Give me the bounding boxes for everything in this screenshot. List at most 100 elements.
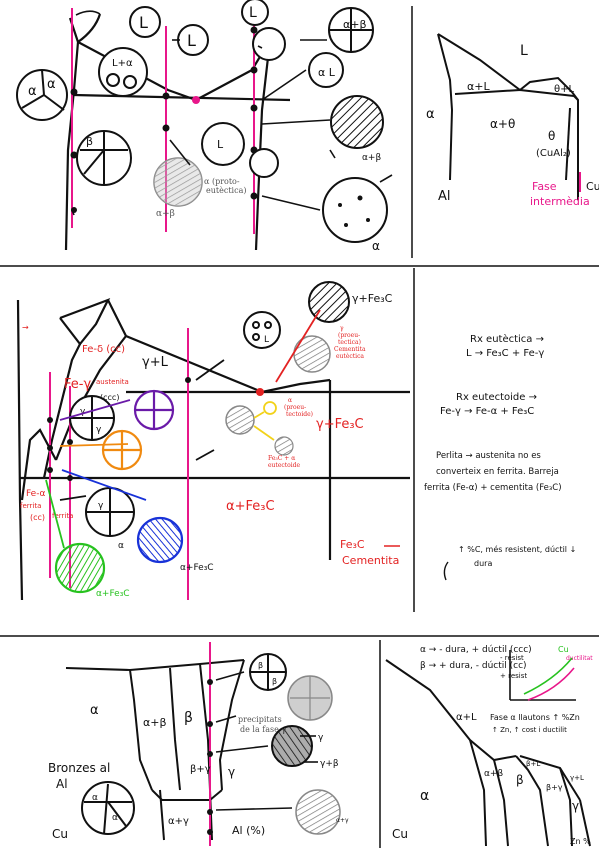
p3-ferrita: ferrita <box>20 502 41 510</box>
p2-theta-L: θ+L <box>554 84 574 95</box>
p1-small-L: L <box>217 138 224 151</box>
p5-grain-alpha: α <box>92 793 98 803</box>
p3-fe-delta: Fe-δ (cc) <box>82 344 125 355</box>
p5-grain-alpha2: α <box>112 813 118 823</box>
p5-bronzes2: Al <box>56 777 68 791</box>
p3-blue-circle <box>136 516 184 564</box>
p3-ccc: (ccc) <box>100 393 119 402</box>
p3-yellow-ring <box>263 401 277 415</box>
p2-cu: Cu <box>586 180 599 193</box>
p1-label-L2: L <box>187 31 196 50</box>
p2-alpha-theta: α+θ <box>490 117 515 131</box>
p6-alpha-beta: α+β <box>484 769 503 779</box>
panel-eutectic-diagram: L L L α α L+α β α (proto- eutèctica) α+β <box>16 0 393 253</box>
p3-small-grey <box>274 436 294 456</box>
p3-eut-circle-top <box>308 281 350 323</box>
p1-proto-label2: eutèctica) <box>206 186 246 195</box>
p5-beta: β <box>184 710 193 726</box>
p5-b2: β <box>272 677 277 686</box>
p2-alpha: α <box>426 107 435 122</box>
p6-line5: ↑ Zn, ↑ cost i ductilit <box>492 726 567 734</box>
p3-eo1: α <box>288 397 292 404</box>
p5-precip2: de la fase γ <box>240 725 286 734</box>
p5-arrow-beta: γ+β <box>320 759 339 769</box>
p5-bronzes1: Bronzes al <box>48 761 110 775</box>
p5-cu: Cu <box>52 827 68 841</box>
panel-alcu-diagram: L α α+L α+θ θ+L θ (CuAl₂) Al Cu Fase int… <box>426 33 599 208</box>
p3-bub-L: L <box>264 335 269 345</box>
p2-cual2: (CuAl₂) <box>536 148 571 159</box>
p6-cu: Cu <box>392 827 408 841</box>
p2-intermedia: intermèdia <box>530 195 590 208</box>
p2-L: L <box>520 43 528 59</box>
p5-alpha-beta: α+β <box>143 716 167 729</box>
p1-circle-lab: L+α <box>112 58 133 69</box>
panel-fec-diagram: Fe-δ (cc) Fe-γ austenita (ccc) γ+L γ+Fe₃… <box>16 281 410 601</box>
p6-alpha-L: α+L <box>456 712 477 723</box>
p6-mini-chart <box>509 650 576 701</box>
p3-fe-gamma: Fe-γ <box>64 377 91 392</box>
p3-left-red-arrow: → <box>22 323 29 332</box>
p5-beta-gamma: β+γ <box>190 764 211 775</box>
p3-eo5: eutectoide <box>268 462 301 469</box>
p4-note1: Perlita → austenita no es <box>436 451 541 461</box>
p3-eutectoid-grey <box>225 405 255 435</box>
p3-eut2: (proeu- <box>338 332 360 339</box>
p3-fe3c: Fe₃C <box>340 538 365 551</box>
p2-alpha-L: α+L <box>467 80 490 93</box>
panel-fec-notes: Rx eutèctica → L → Fe₃C + Fe-γ Rx eutect… <box>424 333 576 581</box>
p4-curve <box>443 561 449 581</box>
p6-beta: β <box>516 773 524 787</box>
p2-theta: θ <box>548 129 555 143</box>
p6-zn: Zn % <box>570 837 591 846</box>
p4-note3: ferrita (Fe-α) + cementita (Fe₃C) <box>424 483 562 493</box>
p5-arrow-ag: α+γ <box>336 817 349 824</box>
p3-eutectic-grey <box>293 335 331 373</box>
p1-label-L1: L <box>139 13 148 32</box>
p1-alpha-bottom: α <box>372 239 380 253</box>
p3-eut3: tectica) <box>338 339 361 346</box>
p6-duct: ductilitat <box>566 655 593 662</box>
p1-proto-label: α (proto- <box>204 177 240 186</box>
p3-austenita: austenita <box>96 378 129 386</box>
p6-line1: α → - dura, + dúctil (ccc) <box>420 645 532 655</box>
p3-blue-label: α+Fe₃C <box>180 563 214 573</box>
p5-gamma: γ <box>228 765 235 779</box>
p3-cementita: Cementita <box>342 554 399 567</box>
p1-ab-label: α+β <box>156 209 175 219</box>
p6-gp-L: γ+L <box>570 774 584 782</box>
p6-beta-gamma: β+γ <box>546 783 563 792</box>
p5-precip1: precipitats <box>238 715 282 724</box>
p4-rx-eo2: Fe-γ → Fe-α + Fe₃C <box>440 406 534 417</box>
p1-alpha-beta-eut: α+β <box>362 153 381 163</box>
p2-al: Al <box>438 189 451 204</box>
p5-alpha: α <box>90 703 99 718</box>
p3-eut4: Cementita <box>334 346 366 353</box>
p6-line3: + resist <box>500 672 527 680</box>
p3-g3: γ <box>98 501 104 511</box>
p4-note5: dura <box>474 559 492 568</box>
p5-alpha-gamma: α+γ <box>168 816 189 827</box>
p3-g1: γ <box>80 407 86 417</box>
p3-eut5: eutèctica <box>336 353 364 360</box>
p5-grey-ag <box>295 789 341 835</box>
p3-eo4: Fe₃C + α <box>268 455 295 462</box>
p6-cu-legend: Cu <box>558 645 569 654</box>
p6-bp-L: β+L <box>526 760 540 768</box>
p3-fe-alpha: Fe-α <box>26 489 45 499</box>
p3-eo3: tectoide) <box>286 411 313 418</box>
p5-al-pct: Al (%) <box>232 824 265 837</box>
p6-alpha: α <box>420 788 429 804</box>
p4-rx-eo1: Rx eutectoide → <box>456 392 537 403</box>
p4-rx-eut2: L → Fe₃C + Fe-γ <box>466 348 544 359</box>
p5-b1: β <box>258 661 263 670</box>
p1-alpha-beta-circle: α+β <box>343 18 367 31</box>
panel-cual-diagram: α α+β β β+γ γ α+γ Bronzes al Al Cu Al (%… <box>48 642 349 846</box>
p4-note2: converteix en ferrita. Barreja <box>436 467 559 477</box>
p3-green-label: α+Fe₃C <box>96 589 130 599</box>
p3-gamma-fe3c: γ+Fe₃C <box>316 417 364 432</box>
p6-line4: Fase α llautons ↑ %Zn <box>490 713 580 722</box>
panel-separators <box>0 6 599 848</box>
p6-line3b: - resist <box>500 654 524 662</box>
p1-alpha-grain: α <box>28 84 37 99</box>
